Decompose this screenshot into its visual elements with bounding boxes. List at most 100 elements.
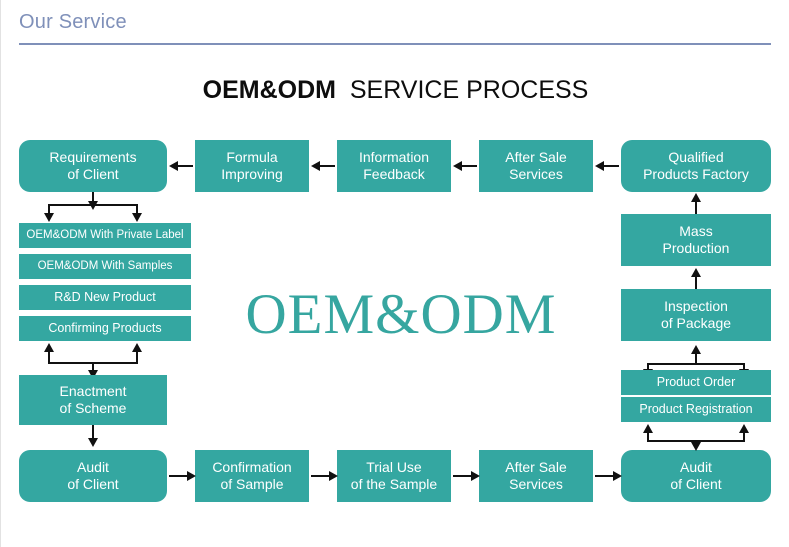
node-label: Product Order (656, 374, 736, 389)
arrow-left-icon (453, 161, 462, 171)
node-label: Confirmation of Sample (208, 459, 295, 493)
node-label: Enactment of Scheme (56, 383, 131, 417)
connector-line (455, 165, 477, 167)
node-label: Mass Production (659, 223, 734, 257)
node-enactment-of-scheme[interactable]: Enactment of Scheme (19, 375, 167, 425)
node-label: OEM&ODM With Private Label (26, 229, 184, 242)
arrow-down-icon (44, 213, 54, 222)
node-line-2: of Sample (220, 476, 284, 492)
arrow-up-icon (44, 343, 54, 352)
node-line-2: Services (509, 166, 563, 182)
arrow-up-icon (691, 193, 701, 202)
node-line-2: Feedback (363, 166, 425, 182)
node-line-2: Products Factory (643, 166, 749, 182)
node-line-1: Requirements (49, 148, 137, 165)
node-line-2: of Client (67, 166, 119, 182)
node-mass-production[interactable]: Mass Production (621, 214, 771, 266)
connector-line (169, 475, 189, 477)
connector-line (136, 204, 138, 217)
arrow-down-icon (88, 370, 98, 379)
node-line-1: Inspection (664, 297, 728, 314)
node-audit-of-client-right[interactable]: Audit of Client (621, 450, 771, 502)
node-inspection-of-package[interactable]: Inspection of Package (621, 289, 771, 341)
node-line-1: Confirmation (212, 458, 292, 475)
connector-line (743, 363, 745, 373)
connector-line (311, 475, 331, 477)
connector-line (647, 363, 745, 365)
arrow-down-icon (132, 213, 142, 222)
node-line-2: Production (662, 240, 730, 256)
arrow-right-icon (471, 471, 480, 481)
diagram-title-normal: SERVICE PROCESS (349, 76, 589, 104)
node-after-sale-services-top[interactable]: After Sale Services (479, 140, 593, 192)
node-label: Product Registration (639, 401, 753, 416)
node-product-registration[interactable]: Product Registration (621, 397, 771, 422)
node-line-2: Services (509, 476, 563, 492)
connector-line (92, 362, 94, 373)
page-title: Our Service (19, 11, 127, 33)
node-confirming-products[interactable]: Confirming Products (19, 316, 191, 341)
arrow-right-icon (187, 471, 196, 481)
connector-line (595, 475, 615, 477)
node-line-2: of Client (670, 476, 722, 492)
connector-line (453, 475, 473, 477)
arrow-up-icon (691, 345, 701, 354)
page-header: Our Service (1, 0, 789, 48)
node-information-feedback[interactable]: Information Feedback (337, 140, 451, 192)
node-qualified-products-factory[interactable]: Qualified Products Factory (621, 140, 771, 192)
node-trial-use-of-the-sample[interactable]: Trial Use of the Sample (337, 450, 451, 502)
connector-line (136, 351, 138, 364)
arrow-left-icon (311, 161, 320, 171)
node-oem-odm-with-samples[interactable]: OEM&ODM With Samples (19, 254, 191, 279)
connector-line (597, 165, 619, 167)
node-label: After Sale Services (501, 459, 570, 493)
node-label: After Sale Services (501, 149, 570, 183)
node-line-1: Information (358, 148, 430, 165)
node-label: Formula Improving (217, 149, 286, 183)
arrow-down-icon (691, 442, 701, 451)
header-divider (19, 43, 771, 45)
node-formula-improving[interactable]: Formula Improving (195, 140, 309, 192)
arrow-up-icon (691, 268, 701, 277)
connector-line (48, 204, 50, 217)
connector-line (695, 201, 697, 214)
node-product-order[interactable]: Product Order (621, 370, 771, 395)
node-line-1: Qualified (668, 148, 724, 165)
node-label: Confirming Products (48, 320, 162, 335)
arrow-up-icon (643, 424, 653, 433)
node-oem-odm-private-label[interactable]: OEM&ODM With Private Label (19, 223, 191, 248)
node-label: OEM&ODM With Samples (37, 260, 173, 273)
connector-line (743, 432, 745, 442)
node-label: Information Feedback (355, 149, 433, 183)
connector-line (92, 192, 94, 203)
node-label: Audit of Client (666, 459, 725, 493)
node-confirmation-of-sample[interactable]: Confirmation of Sample (195, 450, 309, 502)
connector-line (48, 204, 138, 206)
arrow-up-icon (132, 343, 142, 352)
node-line-1: After Sale (505, 458, 567, 475)
node-line-2: Improving (221, 166, 283, 182)
oem-odm-watermark: OEM&ODM (245, 283, 557, 346)
connector-line (647, 432, 649, 442)
node-after-sale-services-bottom[interactable]: After Sale Services (479, 450, 593, 502)
arrow-right-icon (613, 471, 622, 481)
node-label: R&D New Product (54, 289, 156, 304)
node-label: Requirements of Client (45, 149, 140, 183)
node-label: Qualified Products Factory (639, 149, 753, 183)
diagram-title-bold: OEM&ODM (202, 76, 336, 104)
connector-line (695, 353, 697, 365)
node-label: Audit of Client (63, 459, 122, 493)
node-rd-new-product[interactable]: R&D New Product (19, 285, 191, 310)
arrow-left-icon (169, 161, 178, 171)
node-requirements-of-client[interactable]: Requirements of Client (19, 140, 167, 192)
node-line-2: of Client (67, 476, 119, 492)
node-audit-of-client-left[interactable]: Audit of Client (19, 450, 167, 502)
node-line-2: of the Sample (350, 476, 438, 492)
diagram-title: OEM&ODM SERVICE PROCESS (1, 76, 789, 105)
connector-line (695, 276, 697, 289)
arrow-up-icon (739, 424, 749, 433)
connector-line (647, 363, 649, 373)
node-line-1: After Sale (505, 148, 567, 165)
node-label: Inspection of Package (657, 298, 735, 332)
connector-line (48, 351, 50, 364)
